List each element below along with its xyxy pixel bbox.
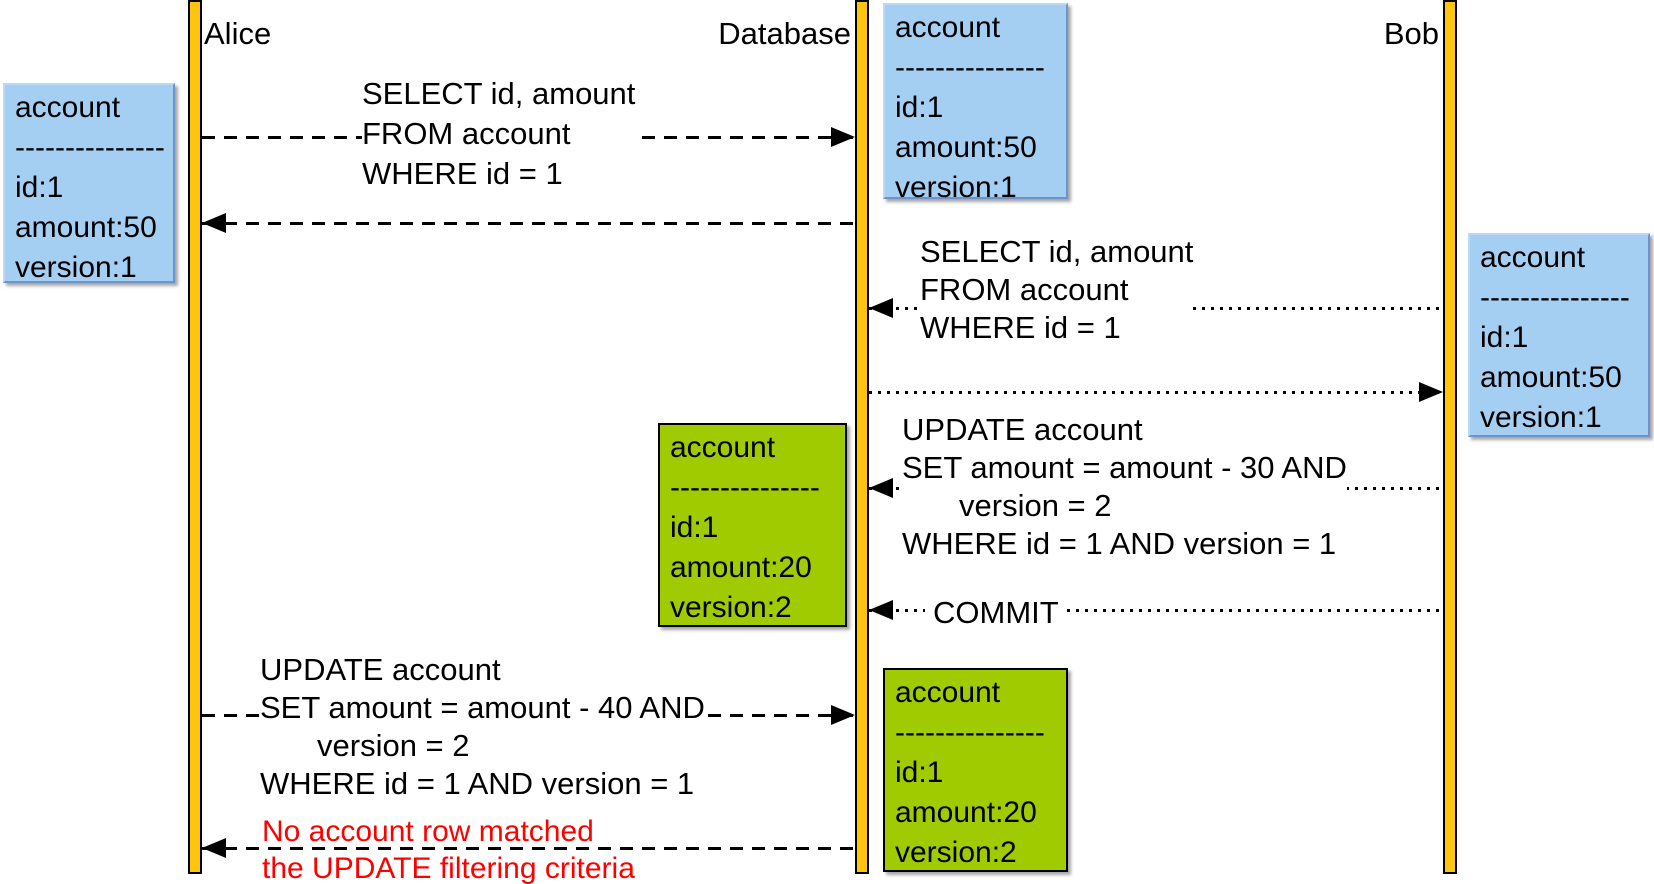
state-box-field-id: id:1 [670,511,719,544]
state-box-separator: --------------- [670,471,820,504]
state-box-separator: --------------- [1480,281,1630,314]
message-line-update-failed [202,847,855,850]
state-box-separator: --------------- [15,131,165,164]
state-box-field-version: version:1 [15,251,137,284]
message-label-alice-select: SELECT id, amount FROM account WHERE id … [362,74,636,194]
lifeline-bob [1443,0,1457,874]
message-line-alice-select-result [202,222,855,225]
message-text: SET amount = amount - 40 AND [260,690,705,725]
message-text: WHERE id = 1 [362,156,563,191]
state-box-field-amount: amount:50 [895,131,1037,164]
state-box-title: account [15,91,121,124]
lifeline-label-alice: Alice [204,16,272,51]
arrowhead-alice-select [831,127,855,147]
message-label-alice-update: UPDATE account SET amount = amount - 40 … [260,651,705,803]
message-text: FROM account [362,116,571,151]
arrowhead-update-failed [202,838,226,858]
state-box-field-id: id:1 [15,171,64,204]
state-box-field-amount: amount:20 [670,551,812,584]
state-box-alice-account-v1: account --------------- id:1 amount:50 v… [3,83,175,284]
state-box-field-id: id:1 [1480,321,1529,354]
message-text: SET amount = amount - 30 AND [902,450,1347,485]
state-box-database-account-v2-right: account --------------- id:1 amount:20 v… [883,668,1068,872]
message-text: WHERE id = 1 AND version = 1 [260,766,695,801]
message-text: WHERE id = 1 AND version = 1 [902,526,1337,561]
state-box-title: account [670,431,776,464]
message-text: WHERE id = 1 [920,310,1121,345]
state-box-field-version: version:1 [1480,401,1602,434]
message-label-bob-select: SELECT id, amount FROM account WHERE id … [920,233,1194,347]
state-box-database-account-v2-left: account --------------- id:1 amount:20 v… [658,423,847,627]
arrowhead-bob-update [869,478,893,498]
lifeline-label-database: Database [718,16,851,51]
error-note-text: the UPDATE filtering criteria [262,852,635,884]
state-box-field-version: version:2 [895,836,1017,869]
state-box-title: account [895,676,1001,709]
state-box-database-account-v1: account --------------- id:1 amount:50 v… [883,3,1068,204]
error-note: No account row matched the UPDATE filter… [262,813,635,884]
state-box-bob-account-v1: account --------------- id:1 amount:50 v… [1468,233,1650,437]
arrowhead-bob-select [869,298,893,318]
lifeline-label-bob: Bob [1383,16,1439,51]
state-box-field-amount: amount:50 [1480,361,1622,394]
message-line-bob-commit [869,609,1443,612]
state-box-title: account [1480,241,1586,274]
state-box-field-id: id:1 [895,756,944,789]
message-text: SELECT id, amount [920,234,1194,269]
arrowhead-alice-update [831,705,855,725]
state-box-field-amount: amount:50 [15,211,157,244]
state-box-field-version: version:2 [670,591,792,624]
arrowhead-bob-select-result [1419,382,1443,402]
lifeline-database [855,0,869,874]
arrowhead-bob-commit [869,600,893,620]
message-label-bob-update: UPDATE account SET amount = amount - 30 … [902,411,1347,563]
state-box-field-version: version:1 [895,171,1017,204]
error-note-text: No account row matched [262,815,594,848]
state-box-field-id: id:1 [895,91,944,124]
state-box-field-amount: amount:20 [895,796,1037,829]
message-text: FROM account [920,272,1129,307]
lifeline-alice [188,0,202,874]
message-line-bob-select-result [869,391,1443,394]
message-text: UPDATE account [260,652,501,687]
state-box-separator: --------------- [895,716,1045,749]
arrowhead-alice-select-result [202,213,226,233]
message-text: UPDATE account [902,412,1143,447]
message-text: version = 2 [317,728,470,763]
state-box-separator: --------------- [895,51,1045,84]
message-text: SELECT id, amount [362,76,636,111]
message-text: version = 2 [959,488,1112,523]
state-box-title: account [895,11,1001,44]
message-label-bob-commit: COMMIT [925,593,1067,632]
